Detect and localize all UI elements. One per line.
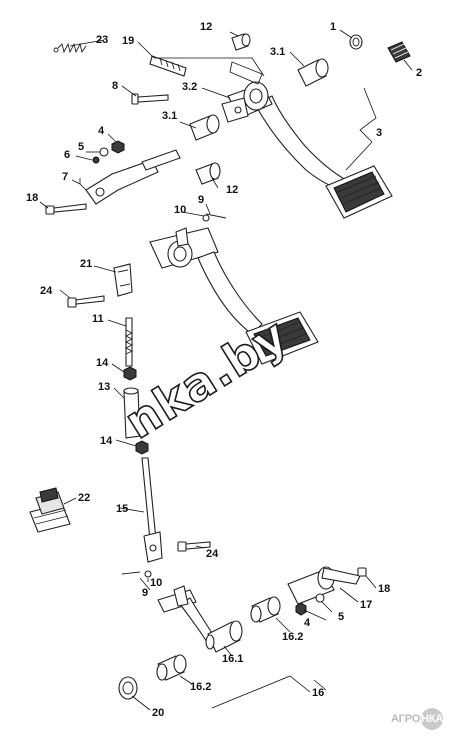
callout-20: 20 xyxy=(152,707,164,719)
callout-12-upper: 12 xyxy=(200,21,212,33)
nut-4-lower xyxy=(295,602,307,616)
callout-6: 6 xyxy=(64,149,70,161)
nut-4-upper xyxy=(111,140,125,154)
rod-15 xyxy=(141,457,163,563)
bushing-16-1 xyxy=(205,620,243,653)
bushing-12-lower xyxy=(195,162,221,185)
nut-6 xyxy=(92,156,100,164)
pin-9-upper xyxy=(205,213,227,219)
callout-10-lower: 10 xyxy=(150,577,162,589)
bushing-3-1-upper xyxy=(297,58,329,87)
callout-24-lower: 24 xyxy=(206,548,219,560)
callout-1: 1 xyxy=(330,21,336,33)
coupler-13 xyxy=(123,387,141,439)
washer-10-lower xyxy=(144,570,152,578)
callout-12-lower: 12 xyxy=(226,184,238,196)
bushing-3-1-lower xyxy=(189,114,220,141)
pin-19 xyxy=(149,55,187,77)
callout-17: 17 xyxy=(360,599,372,611)
callout-14-lower: 14 xyxy=(100,435,113,447)
callout-14-upper: 14 xyxy=(96,357,109,369)
bushing-16-2-lower xyxy=(156,654,187,681)
callout-13: 13 xyxy=(98,381,110,393)
callout-9-lower: 9 xyxy=(142,587,148,599)
callout-23: 23 xyxy=(96,34,108,46)
nut-14-upper xyxy=(123,366,137,381)
callout-3-1-upper: 3.1 xyxy=(270,46,285,58)
callout-2: 2 xyxy=(416,67,422,79)
callout-21: 21 xyxy=(80,258,92,270)
callout-10-upper: 10 xyxy=(174,204,186,216)
ring-20 xyxy=(118,676,138,700)
brake-pedal-upper xyxy=(221,61,393,219)
washer-5-upper xyxy=(99,147,109,157)
callout-16-1: 16.1 xyxy=(222,653,243,665)
leader-lines xyxy=(39,29,413,711)
callout-24-upper: 24 xyxy=(40,285,53,297)
bolt-18-lower xyxy=(357,567,367,577)
clevis-21 xyxy=(113,263,133,297)
watermark-text: nka.by xyxy=(115,308,297,450)
pin-9-lower xyxy=(121,571,141,575)
logo-prefix: АГРО xyxy=(390,713,421,725)
callout-22: 22 xyxy=(78,492,90,504)
cap-2 xyxy=(387,41,411,63)
callout-4-lower: 4 xyxy=(304,617,311,629)
bolt-8 xyxy=(131,93,169,105)
callout-7: 7 xyxy=(62,171,68,183)
callout-3-2: 3.2 xyxy=(182,81,197,93)
callout-9-upper: 9 xyxy=(198,194,204,206)
callout-3: 3 xyxy=(376,127,382,139)
callout-18-lower: 18 xyxy=(378,583,390,595)
callout-8: 8 xyxy=(112,80,118,92)
brake-pedal-middle xyxy=(149,227,319,365)
callout-19: 19 xyxy=(122,35,134,47)
lever-16-assembly xyxy=(157,585,217,645)
callout-11: 11 xyxy=(92,313,104,325)
callout-15: 15 xyxy=(116,503,128,515)
callout-4-upper: 4 xyxy=(98,125,105,137)
washer-10-upper xyxy=(202,214,210,222)
nut-14-lower xyxy=(135,440,149,455)
callout-3-1-lower: 3.1 xyxy=(162,110,177,122)
lever-17 xyxy=(287,566,361,605)
callout-5-lower: 5 xyxy=(338,611,344,623)
bushing-12-upper xyxy=(231,33,251,51)
callout-18-upper: 18 xyxy=(26,192,38,204)
ring-1 xyxy=(349,34,363,50)
block-22 xyxy=(29,487,71,533)
bolt-18-upper xyxy=(45,203,87,215)
bolt-24-lower xyxy=(177,541,211,552)
callout-16: 16 xyxy=(312,687,324,699)
logo-badge: НКА xyxy=(421,708,443,730)
callout-16-2-upper: 16.2 xyxy=(282,631,303,643)
callout-labels: 1 2 3 3.1 3.1 3.2 4 4 5 5 6 7 8 9 9 10 1… xyxy=(26,21,422,719)
callout-16-2-lower: 16.2 xyxy=(190,681,211,693)
washer-5-lower xyxy=(315,593,325,603)
callout-5-upper: 5 xyxy=(78,141,84,153)
spring-23 xyxy=(53,42,87,54)
bolt-24-upper xyxy=(67,295,105,308)
lever-7 xyxy=(85,149,181,205)
rod-11 xyxy=(124,317,134,367)
bushing-16-2-upper xyxy=(250,596,281,623)
